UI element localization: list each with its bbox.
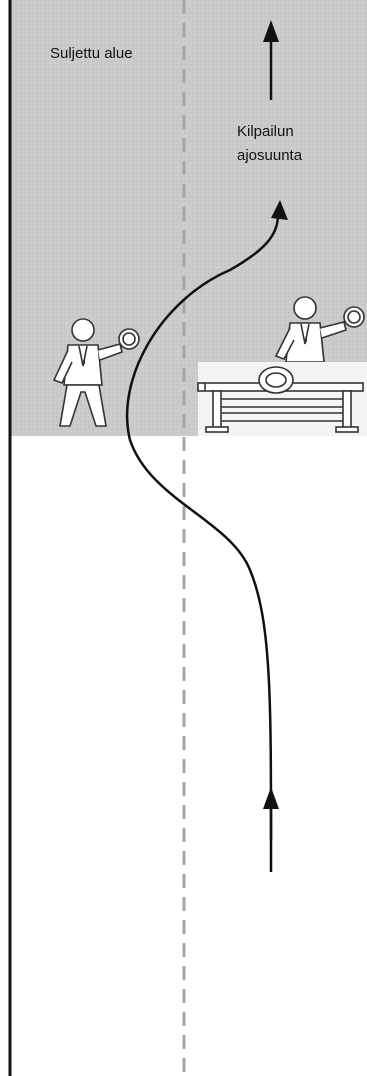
official-left-icon — [52, 318, 140, 427]
path-arrow-head — [271, 200, 288, 220]
zone-label: Suljettu alue — [50, 45, 133, 62]
direction-arrow-icon — [263, 20, 279, 100]
direction-label-line1: Kilpailun — [237, 123, 294, 140]
official-right-icon — [274, 296, 365, 363]
path-arrow-icon — [263, 787, 279, 872]
vehicle-path — [125, 214, 280, 841]
barrier-icon — [197, 362, 367, 436]
direction-label-line2: ajosuunta — [237, 147, 303, 164]
